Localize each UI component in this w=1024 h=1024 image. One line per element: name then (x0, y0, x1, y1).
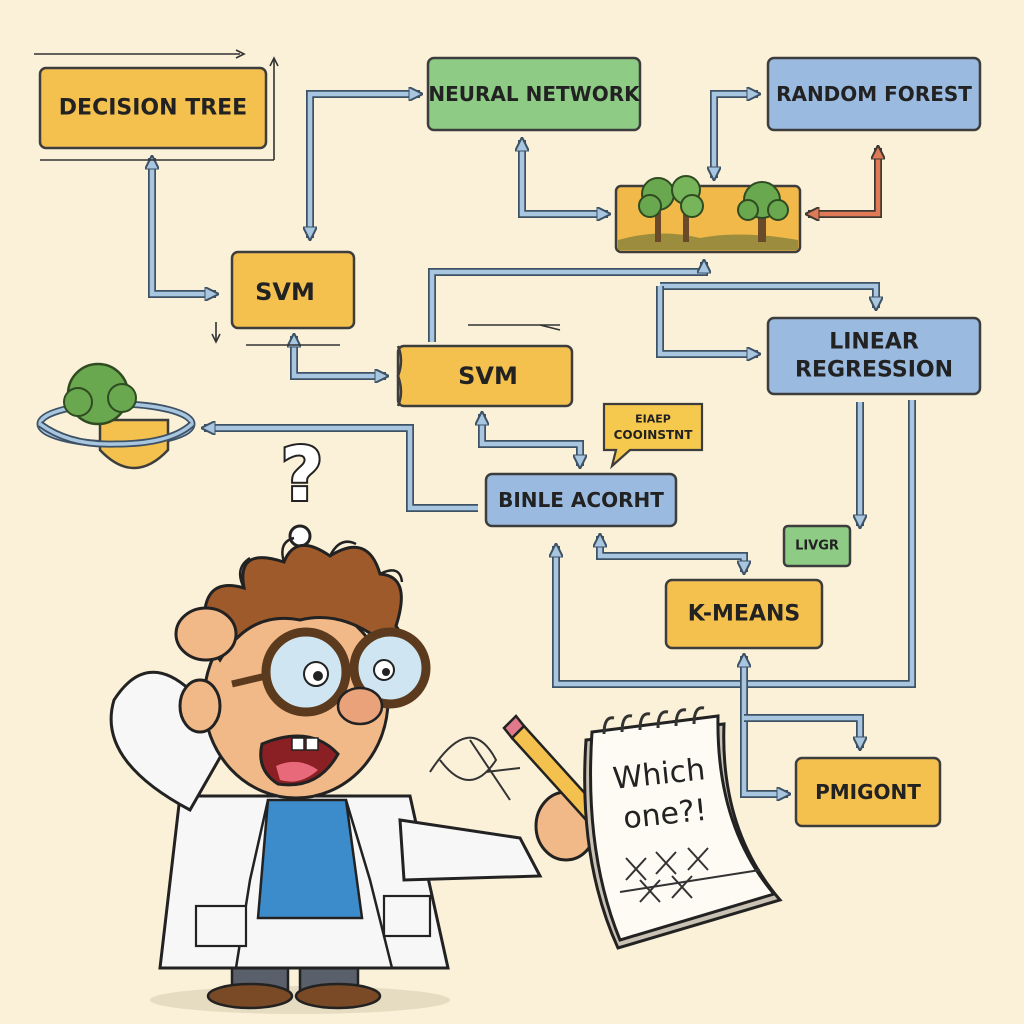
node-livgr-label: LIVGR (795, 539, 839, 554)
node-linear-regression-label-1: LINEAR (829, 330, 919, 355)
node-svm-lower[interactable]: SVM (396, 344, 574, 408)
node-pmigont-label: PMIGONT (815, 780, 921, 804)
node-neural-network-label: NEURAL NETWORK (428, 82, 641, 106)
arrow-to-linear-regression-top (660, 282, 876, 308)
node-neural-network[interactable]: NEURAL NETWORK (426, 56, 642, 132)
question-mark-icon: ? (281, 432, 324, 518)
callout-line-2: COOINSTNT (614, 428, 694, 442)
arrow-branch-to-pmigont-top (744, 714, 860, 748)
arrow-forest-to-random-forest (714, 94, 758, 178)
arrow-binle-to-orbit (204, 428, 478, 512)
node-k-means[interactable]: K-MEANS (664, 578, 824, 650)
connector-arrows (152, 94, 916, 794)
node-svm-lower-label: SVM (458, 362, 518, 390)
node-svm-upper-label: SVM (255, 278, 315, 306)
node-livgr[interactable]: LIVGR (782, 524, 852, 568)
arrow-neural-network-to-forest (522, 140, 608, 214)
node-binle-acorht-label: BINLE ACORHT (498, 488, 664, 512)
callout-line-1: EIAEP (635, 413, 671, 426)
node-pmigont[interactable]: PMIGONT (794, 756, 942, 828)
node-decision-tree[interactable]: DECISION TREE (38, 66, 268, 150)
arrow-svm-upper-to-svm-lower (294, 336, 386, 376)
arrow-k-means-to-pmigont (744, 656, 788, 794)
arrow-to-linear-regression-side (656, 286, 758, 354)
arrow-svm-lower-up-to-forest (428, 262, 704, 342)
notepad-icon: Which one?! (583, 706, 783, 950)
node-random-forest-label: RANDOM FOREST (776, 82, 972, 106)
node-k-means-label: K-MEANS (688, 602, 800, 627)
node-linear-regression[interactable]: LINEAR REGRESSION (766, 316, 982, 396)
arrow-linear-regression-loop (556, 400, 916, 688)
callout-bubble: EIAEP COOINSTNT (602, 402, 704, 470)
orbit-tree-icon (36, 362, 196, 470)
confused-scientist-illustration: ? (109, 430, 598, 1014)
arrow-binle-to-k-means (600, 536, 744, 572)
arrow-svm-lower-to-binle (482, 414, 580, 466)
node-linear-regression-label-2: REGRESSION (795, 358, 953, 383)
notepad-text-line-2: one?! (622, 793, 709, 837)
node-svm-upper[interactable]: SVM (230, 250, 356, 330)
node-random-forest[interactable]: RANDOM FOREST (766, 56, 982, 132)
guide-lines (34, 49, 561, 346)
node-decision-tree-label: DECISION TREE (59, 96, 247, 121)
forest-scene-icon (614, 175, 802, 254)
node-binle-acorht[interactable]: BINLE ACORHT (484, 472, 678, 528)
arrow-svm-to-neural-network (310, 94, 420, 238)
arrow-svm-to-decision-tree (152, 158, 216, 294)
arrow-forest-to-random-forest-highlight (808, 148, 878, 214)
